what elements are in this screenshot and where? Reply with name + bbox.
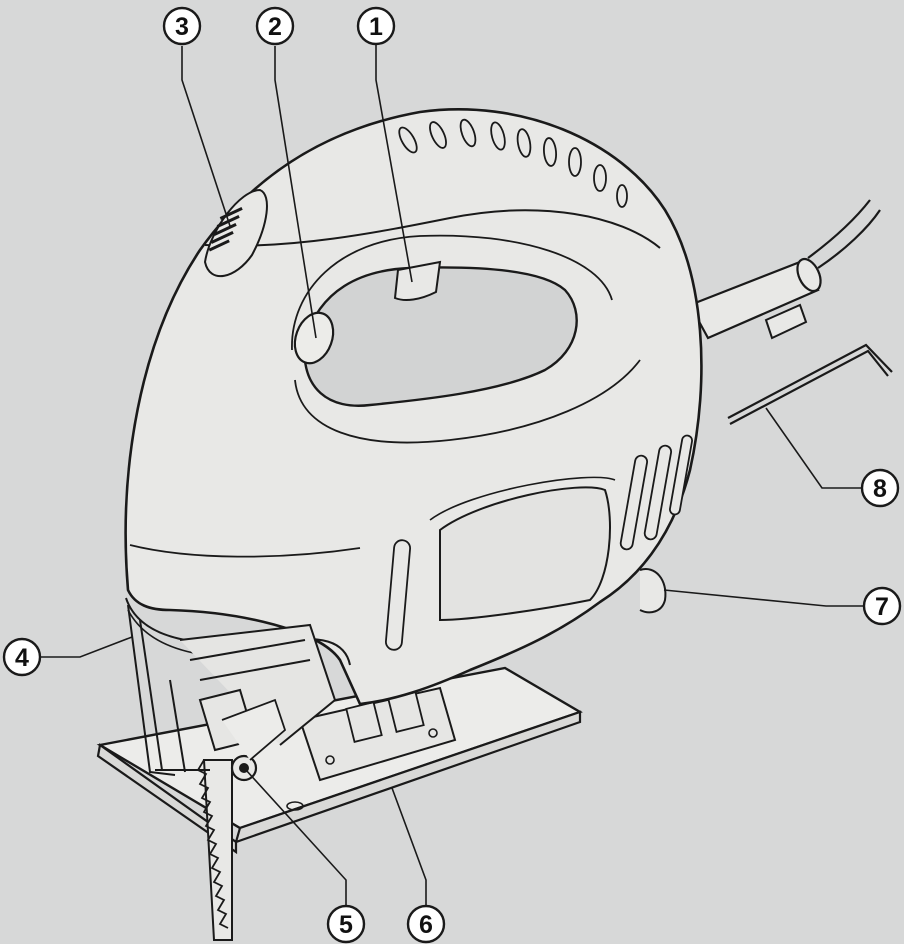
trigger-switch	[393, 260, 442, 301]
callout-7: 7	[862, 586, 902, 626]
hex-key	[727, 343, 893, 425]
base-plate	[96, 666, 583, 855]
saw-blade	[196, 759, 233, 941]
leader-line-1	[375, 44, 413, 283]
power-cord	[807, 199, 881, 269]
leader-line-2	[274, 46, 317, 339]
callout-4: 4	[2, 637, 42, 677]
callout-label-7: 7	[875, 593, 889, 621]
leader-line-8	[765, 407, 862, 489]
cord-tube	[688, 257, 822, 340]
leader-line-4	[38, 636, 133, 658]
callout-1: 1	[356, 6, 396, 46]
callout-label-4: 4	[15, 644, 29, 672]
ventilation-slots	[385, 118, 693, 651]
jigsaw-body	[124, 108, 703, 706]
callout-label-3: 3	[175, 13, 189, 41]
callout-8: 8	[860, 468, 900, 508]
dust-extraction-port	[639, 568, 667, 614]
side-panel	[439, 486, 611, 622]
callout-label-5: 5	[339, 911, 353, 939]
lock-on-button	[293, 311, 335, 365]
leader-lines	[38, 44, 866, 910]
callout-5: 5	[326, 904, 366, 944]
callout-3: 3	[162, 6, 202, 46]
callout-label-8: 8	[873, 475, 887, 503]
handle-opening	[291, 234, 641, 444]
callout-label-2: 2	[268, 13, 282, 41]
callout-2: 2	[255, 6, 295, 46]
leader-line-7	[663, 589, 866, 607]
leader-line-3	[181, 46, 231, 227]
callout-6: 6	[406, 904, 446, 944]
blade-guard	[127, 604, 337, 776]
leader-line-5	[245, 769, 347, 910]
leader-line-6	[391, 787, 427, 910]
callout-label-1: 1	[369, 13, 383, 41]
callout-label-6: 6	[419, 911, 433, 939]
